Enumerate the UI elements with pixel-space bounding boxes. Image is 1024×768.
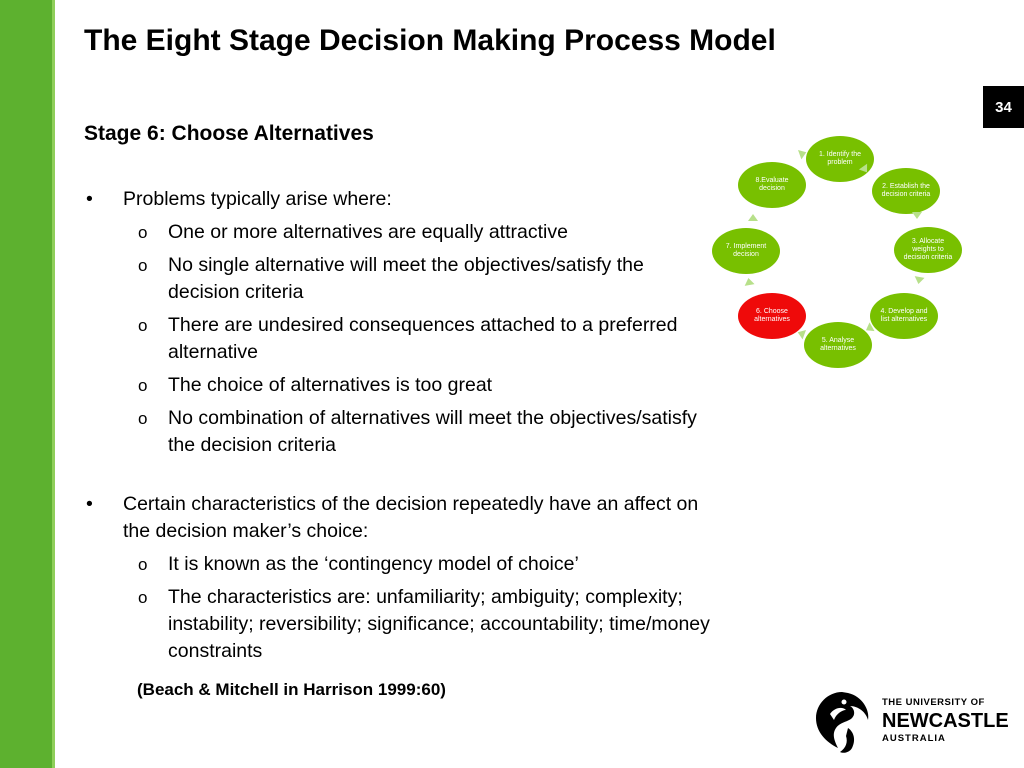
bullet-mark: •: [86, 188, 93, 210]
cycle-arrow-icon: [913, 276, 925, 285]
bullet-item: • Certain characteristics of the decisio…: [84, 491, 714, 545]
sub-bullet-mark: o: [138, 555, 148, 574]
sub-bullet-item: o No single alternative will meet the ob…: [84, 252, 714, 306]
sub-bullet-mark: o: [138, 256, 148, 275]
sub-bullet-item: o The characteristics are: unfamiliarity…: [84, 584, 714, 665]
decision-cycle-diagram: 1. Identify the problem 2. Establish the…: [700, 130, 970, 370]
sub-bullet-text: The characteristics are: unfamiliarity; …: [168, 586, 710, 662]
sub-bullet-text: There are undesired consequences attache…: [168, 314, 678, 363]
cycle-arrow-icon: [748, 214, 758, 221]
stage-node: 1. Identify the problem: [806, 136, 874, 182]
seahorse-icon: [816, 692, 869, 753]
stage-node: 2. Establish the decision criteria: [872, 168, 940, 214]
sub-bullet-mark: o: [138, 316, 148, 335]
citation: (Beach & Mitchell in Harrison 1999:60): [137, 680, 446, 699]
sub-bullet-item: o One or more alternatives are equally a…: [84, 219, 714, 246]
sub-bullet-item: o There are undesired consequences attac…: [84, 312, 714, 366]
sub-bullet-item: o The choice of alternatives is too grea…: [84, 372, 714, 399]
stage-node: 4. Develop and list alternatives: [870, 293, 938, 339]
slide-title: The Eight Stage Decision Making Process …: [84, 24, 776, 57]
stage-node-active: 6. Choose alternatives: [738, 293, 806, 339]
sub-bullet-mark: o: [138, 223, 148, 242]
university-logo: THE UNIVERSITY OF NEWCASTLE AUSTRALIA: [808, 688, 1009, 756]
sub-bullet-mark: o: [138, 588, 148, 607]
bullet-item: • Problems typically arise where:: [84, 186, 714, 213]
bullet-text: Problems typically arise where:: [123, 188, 392, 210]
sub-bullet-text: No single alternative will meet the obje…: [168, 254, 644, 303]
bullet-list: • Problems typically arise where: o One …: [84, 186, 714, 665]
left-accent-bar: [0, 0, 52, 768]
sub-bullet-text: One or more alternatives are equally att…: [168, 221, 568, 243]
left-accent-bar-edge: [52, 0, 55, 768]
stage-node: 5. Analyse alternatives: [804, 322, 872, 368]
sub-bullet-text: The choice of alternatives is too great: [168, 374, 493, 396]
sub-bullet-mark: o: [138, 376, 148, 395]
logo-line-1: THE UNIVERSITY OF: [882, 697, 985, 708]
sub-bullet-text: No combination of alternatives will meet…: [168, 407, 697, 456]
sub-bullet-text: It is known as the ‘contingency model of…: [168, 553, 579, 575]
page-number-badge: 34: [983, 86, 1024, 128]
sub-bullet-item: o No combination of alternatives will me…: [84, 405, 714, 459]
cycle-arrow-icon: [743, 277, 755, 286]
cycle-arrow-icon: [912, 212, 922, 219]
bullet-mark: •: [86, 493, 93, 515]
stage-node: 3. Allocate weights to decision criteria: [894, 227, 962, 273]
logo-line-3: AUSTRALIA: [882, 732, 946, 744]
sub-bullet-item: o It is known as the ‘contingency model …: [84, 551, 714, 578]
bullet-text: Certain characteristics of the decision …: [123, 493, 699, 542]
stage-node: 8.Evaluate decision: [738, 162, 806, 208]
logo-line-2: NEWCASTLE: [882, 709, 1009, 732]
slide-subtitle: Stage 6: Choose Alternatives: [84, 122, 374, 145]
stage-node: 7. Implement decision: [712, 228, 780, 274]
sub-bullet-mark: o: [138, 409, 148, 428]
